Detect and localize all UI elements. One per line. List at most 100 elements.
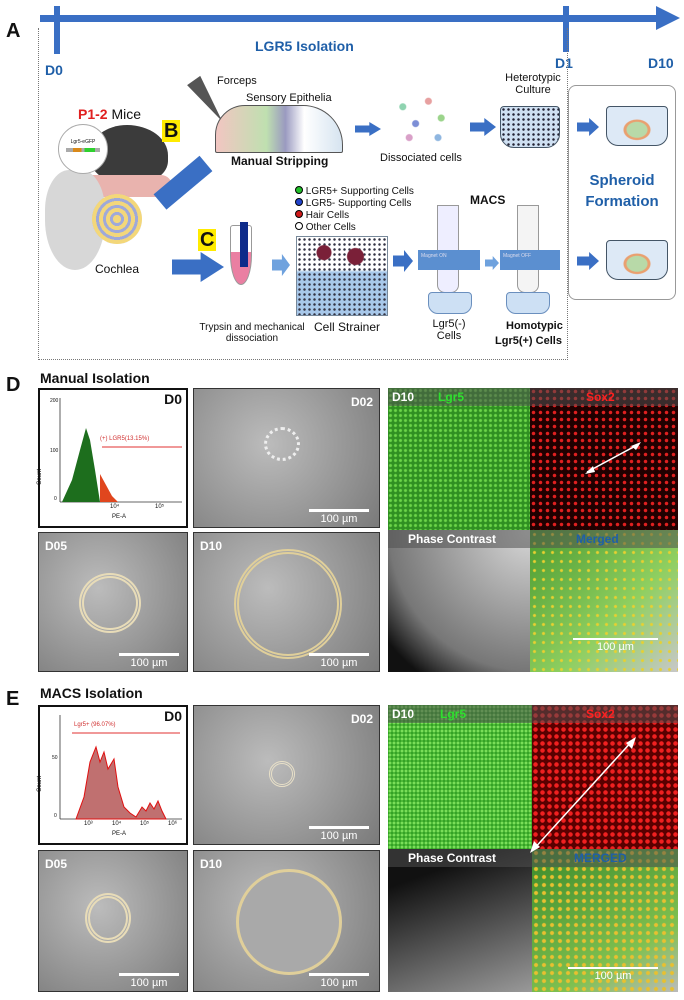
spheroid (79, 573, 141, 633)
magnet-off-label: Magnet OFF (503, 253, 532, 259)
spheroid (236, 869, 342, 975)
histogram-negative (62, 428, 100, 502)
spheroid-dish-top (606, 106, 668, 146)
arrow-to-dissociated (355, 122, 381, 136)
panel-label-d: D (6, 374, 21, 396)
cell-strainer-label: Cell Strainer (314, 320, 381, 334)
scale-label: 100 µm (320, 977, 358, 989)
tick-d0 (54, 6, 60, 54)
flow-ytick: 100 (50, 448, 59, 454)
arrow-to-off (485, 256, 499, 270)
flow-ylabel: Count (37, 775, 44, 793)
fluor-header (388, 388, 678, 406)
flow-xtick: 10⁴ (112, 821, 122, 827)
homotypic-label: Homotypic (506, 320, 563, 332)
day-label: D05 (45, 857, 68, 871)
macs-column-off (517, 205, 539, 293)
scale-bar: 100 µm (309, 973, 369, 989)
fluorescence-d: D10 Lgr5 Sox2 Phase Contrast Merged 100 … (388, 388, 678, 672)
flow-ytick: 50 (52, 755, 58, 761)
mice-text: Mice (107, 106, 142, 122)
fluorescence-e: D10 Lgr5 Sox2 Phase Contrast MERGED 100 … (388, 705, 678, 992)
macs-label: MACS (470, 193, 506, 207)
panel-label-c: C (198, 229, 217, 251)
panel-label-b: B (162, 120, 181, 142)
day-label: D02 (350, 395, 373, 409)
distance-arrow-icon (530, 737, 636, 853)
micrograph-d05: D05 100 µm (38, 532, 188, 672)
spheroid-box (568, 85, 676, 300)
spheroid-label: Spheroid Formation (585, 172, 659, 210)
spheroid (85, 893, 131, 943)
sox2-label: Sox2 (586, 390, 615, 404)
legend-item: LGR5- Supporting Cells (295, 198, 414, 210)
histogram-plot (59, 715, 182, 820)
mice-age: P1-2 (78, 106, 108, 122)
cell-strainer-illustration (296, 236, 388, 316)
transgene-label: Lgr5-eGFP (70, 139, 96, 145)
day-label: D10 (200, 857, 223, 871)
arrow-to-spheroid-top (577, 118, 599, 136)
fluor-day: D10 (392, 707, 415, 721)
homotypic-label-2: Lgr5(+) Cells (495, 335, 562, 347)
day-label: D10 (200, 539, 223, 553)
section-d-title: Manual Isolation (40, 370, 150, 386)
spheroid (269, 761, 295, 787)
flow-xtick: 10⁴ (110, 504, 120, 510)
lgr5-label: Lgr5 (438, 390, 465, 404)
forceps-label: Forceps (217, 75, 257, 87)
scale-label: 100 µm (320, 513, 358, 525)
spheroid-dish-bottom (606, 240, 668, 280)
legend-label: Hair Cells (305, 210, 350, 221)
scale-label: 100 µm (594, 969, 632, 982)
magnet-on-label: Magnet ON (421, 253, 447, 259)
lgr5-label: Lgr5 (440, 707, 467, 721)
down-arrow-icon (240, 222, 248, 267)
flow-xtick: 10⁶ (168, 821, 178, 827)
dissociated-cells-icon (390, 90, 454, 146)
arrow-to-macs (393, 250, 413, 272)
fluor-day: D10 (392, 390, 415, 404)
heterotypic-dish (500, 106, 560, 148)
scale-bar: 100 µm (568, 967, 658, 982)
scale-bar: 100 µm (119, 653, 179, 669)
scale-bar: 100 µm (309, 509, 369, 525)
scale-label: 100 µm (320, 830, 358, 842)
lgr5-channel (388, 388, 530, 530)
histogram-positive (75, 745, 167, 820)
scale-label: 100 µm (130, 977, 168, 989)
flow-xlabel: PE-A (112, 831, 127, 837)
legend-item: LGR5+ Supporting Cells (295, 186, 414, 198)
scale-label: 100 µm (597, 640, 634, 653)
legend-item: Hair Cells (295, 210, 414, 222)
timeline-d1: D1 (555, 55, 573, 71)
flow-ytick: 0 (54, 496, 57, 502)
tick-d1 (563, 6, 569, 52)
flow-xlabel: PE-A (112, 514, 127, 520)
timeline-d0: D0 (45, 62, 63, 78)
scale-bar: 100 µm (119, 973, 179, 989)
lgr5-channel (388, 705, 532, 849)
distance-arrow-icon (585, 442, 641, 474)
merged-channel (530, 530, 678, 672)
micrograph-d05: D05 100 µm (38, 850, 188, 992)
flow-xtick: 10⁵ (155, 504, 165, 510)
micrograph-d10: D10 100 µm (193, 850, 380, 992)
timeline-arrowhead (656, 6, 680, 30)
legend-label: LGR5+ Supporting Cells (305, 186, 414, 197)
arrow-to-spheroid-bottom (577, 252, 599, 270)
histogram-plot (59, 398, 182, 503)
legend-label: LGR5- Supporting Cells (305, 198, 412, 209)
histogram-positive (100, 474, 118, 502)
merged-label: MERGED (574, 851, 627, 865)
timeline-d10: D10 (648, 55, 674, 71)
transgene-circle: Lgr5-eGFP (58, 124, 108, 174)
cochlea-label: Cochlea (95, 262, 140, 276)
day-label: D05 (45, 539, 68, 553)
arrow-to-strainer (272, 254, 290, 276)
flow-ytick: 200 (50, 398, 59, 404)
panel-label-e: E (6, 688, 20, 710)
sensory-label: Sensory Epithelia (246, 92, 332, 104)
legend-label: Other Cells (305, 222, 356, 233)
phase-channel (388, 849, 532, 992)
